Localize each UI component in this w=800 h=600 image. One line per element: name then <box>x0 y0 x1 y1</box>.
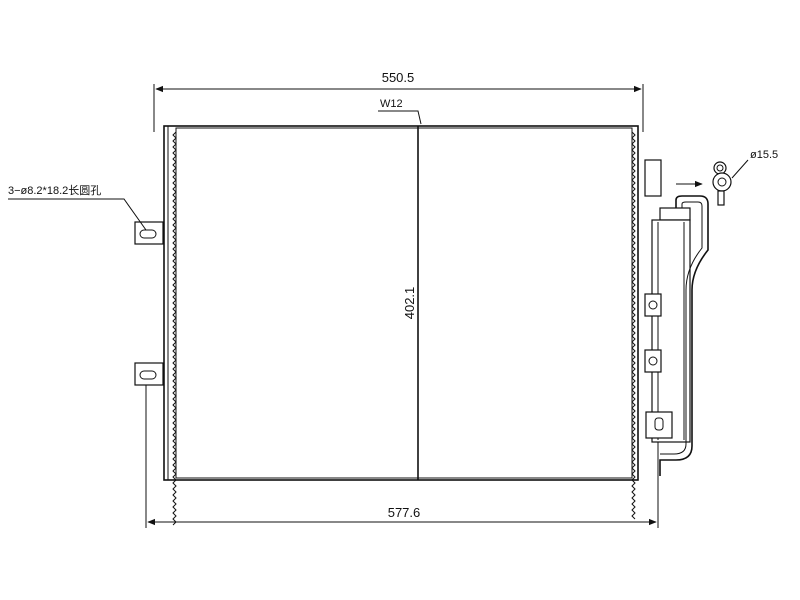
top-width-label: 550.5 <box>382 70 415 85</box>
bottom-width-dimension: 577.6 <box>145 385 659 528</box>
fitting-label: ø15.5 <box>750 149 778 161</box>
mounting-bracket-top <box>134 221 164 245</box>
core-label: W12 <box>380 98 403 110</box>
fitting-detail: ø15.5 <box>676 149 778 206</box>
core-label-leader: W12 <box>378 98 422 125</box>
receiver-drier <box>644 159 709 476</box>
bottom-width-label: 577.6 <box>388 505 421 520</box>
hole-note: 3−ø8.2*18.2长圆孔 <box>8 184 101 197</box>
condenser-core <box>163 125 639 526</box>
height-label: 402.1 <box>402 287 417 320</box>
hole-note-leader: 3−ø8.2*18.2长圆孔 <box>8 184 147 231</box>
mounting-bracket-bottom <box>134 362 164 386</box>
top-width-dimension: 550.5 <box>153 70 644 132</box>
